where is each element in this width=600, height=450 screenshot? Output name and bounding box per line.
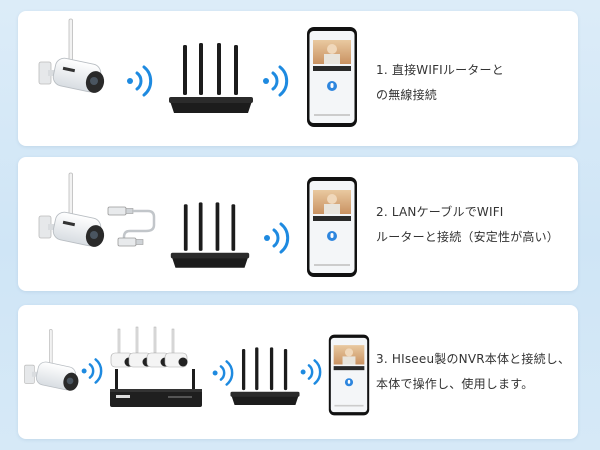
- step-description: 3. HIseeu製のNVR本体と接続し、 本体で操作し、使用します。: [376, 347, 570, 397]
- step-description: 2. LANケーブルでWIFI ルーターと接続（安定性が高い）: [376, 200, 559, 250]
- lan-cable-icon: [107, 206, 156, 247]
- step-line-1: 2. LANケーブルでWIFI: [376, 205, 504, 219]
- wifi-signal-icon: [300, 359, 322, 385]
- smartphone-icon: [307, 27, 357, 127]
- step-description: 1. 直接WIFIルーターと の無線接続: [376, 58, 504, 108]
- nvr-kit-icon: [110, 326, 202, 407]
- step-line-1: 1. 直接WIFIルーターと: [376, 63, 504, 77]
- camera-icon: [38, 172, 105, 247]
- camera-icon: [38, 18, 105, 93]
- camera-icon: [24, 329, 79, 391]
- router-icon: [169, 43, 253, 113]
- step-line-2: ルーターと接続（安定性が高い）: [376, 230, 560, 244]
- step-card-3: 3. HIseeu製のNVR本体と接続し、 本体で操作し、使用します。: [18, 305, 578, 439]
- smartphone-icon: [307, 177, 357, 277]
- step-card-1: 1. 直接WIFIルーターと の無線接続: [18, 11, 578, 146]
- wifi-signal-icon: [212, 360, 234, 386]
- router-icon: [170, 202, 250, 268]
- step-line-2: 本体で操作し、使用します。: [376, 377, 534, 391]
- wifi-signal-icon: [127, 65, 153, 97]
- router-icon: [230, 347, 300, 405]
- wifi-signal-icon: [81, 358, 103, 384]
- wifi-signal-icon: [264, 222, 290, 254]
- smartphone-icon: [328, 334, 370, 416]
- wifi-signal-icon: [263, 65, 289, 97]
- step-card-2: 2. LANケーブルでWIFI ルーターと接続（安定性が高い）: [18, 157, 578, 291]
- step-line-2: の無線接続: [376, 88, 438, 102]
- step-line-1: 3. HIseeu製のNVR本体と接続し、: [376, 352, 571, 366]
